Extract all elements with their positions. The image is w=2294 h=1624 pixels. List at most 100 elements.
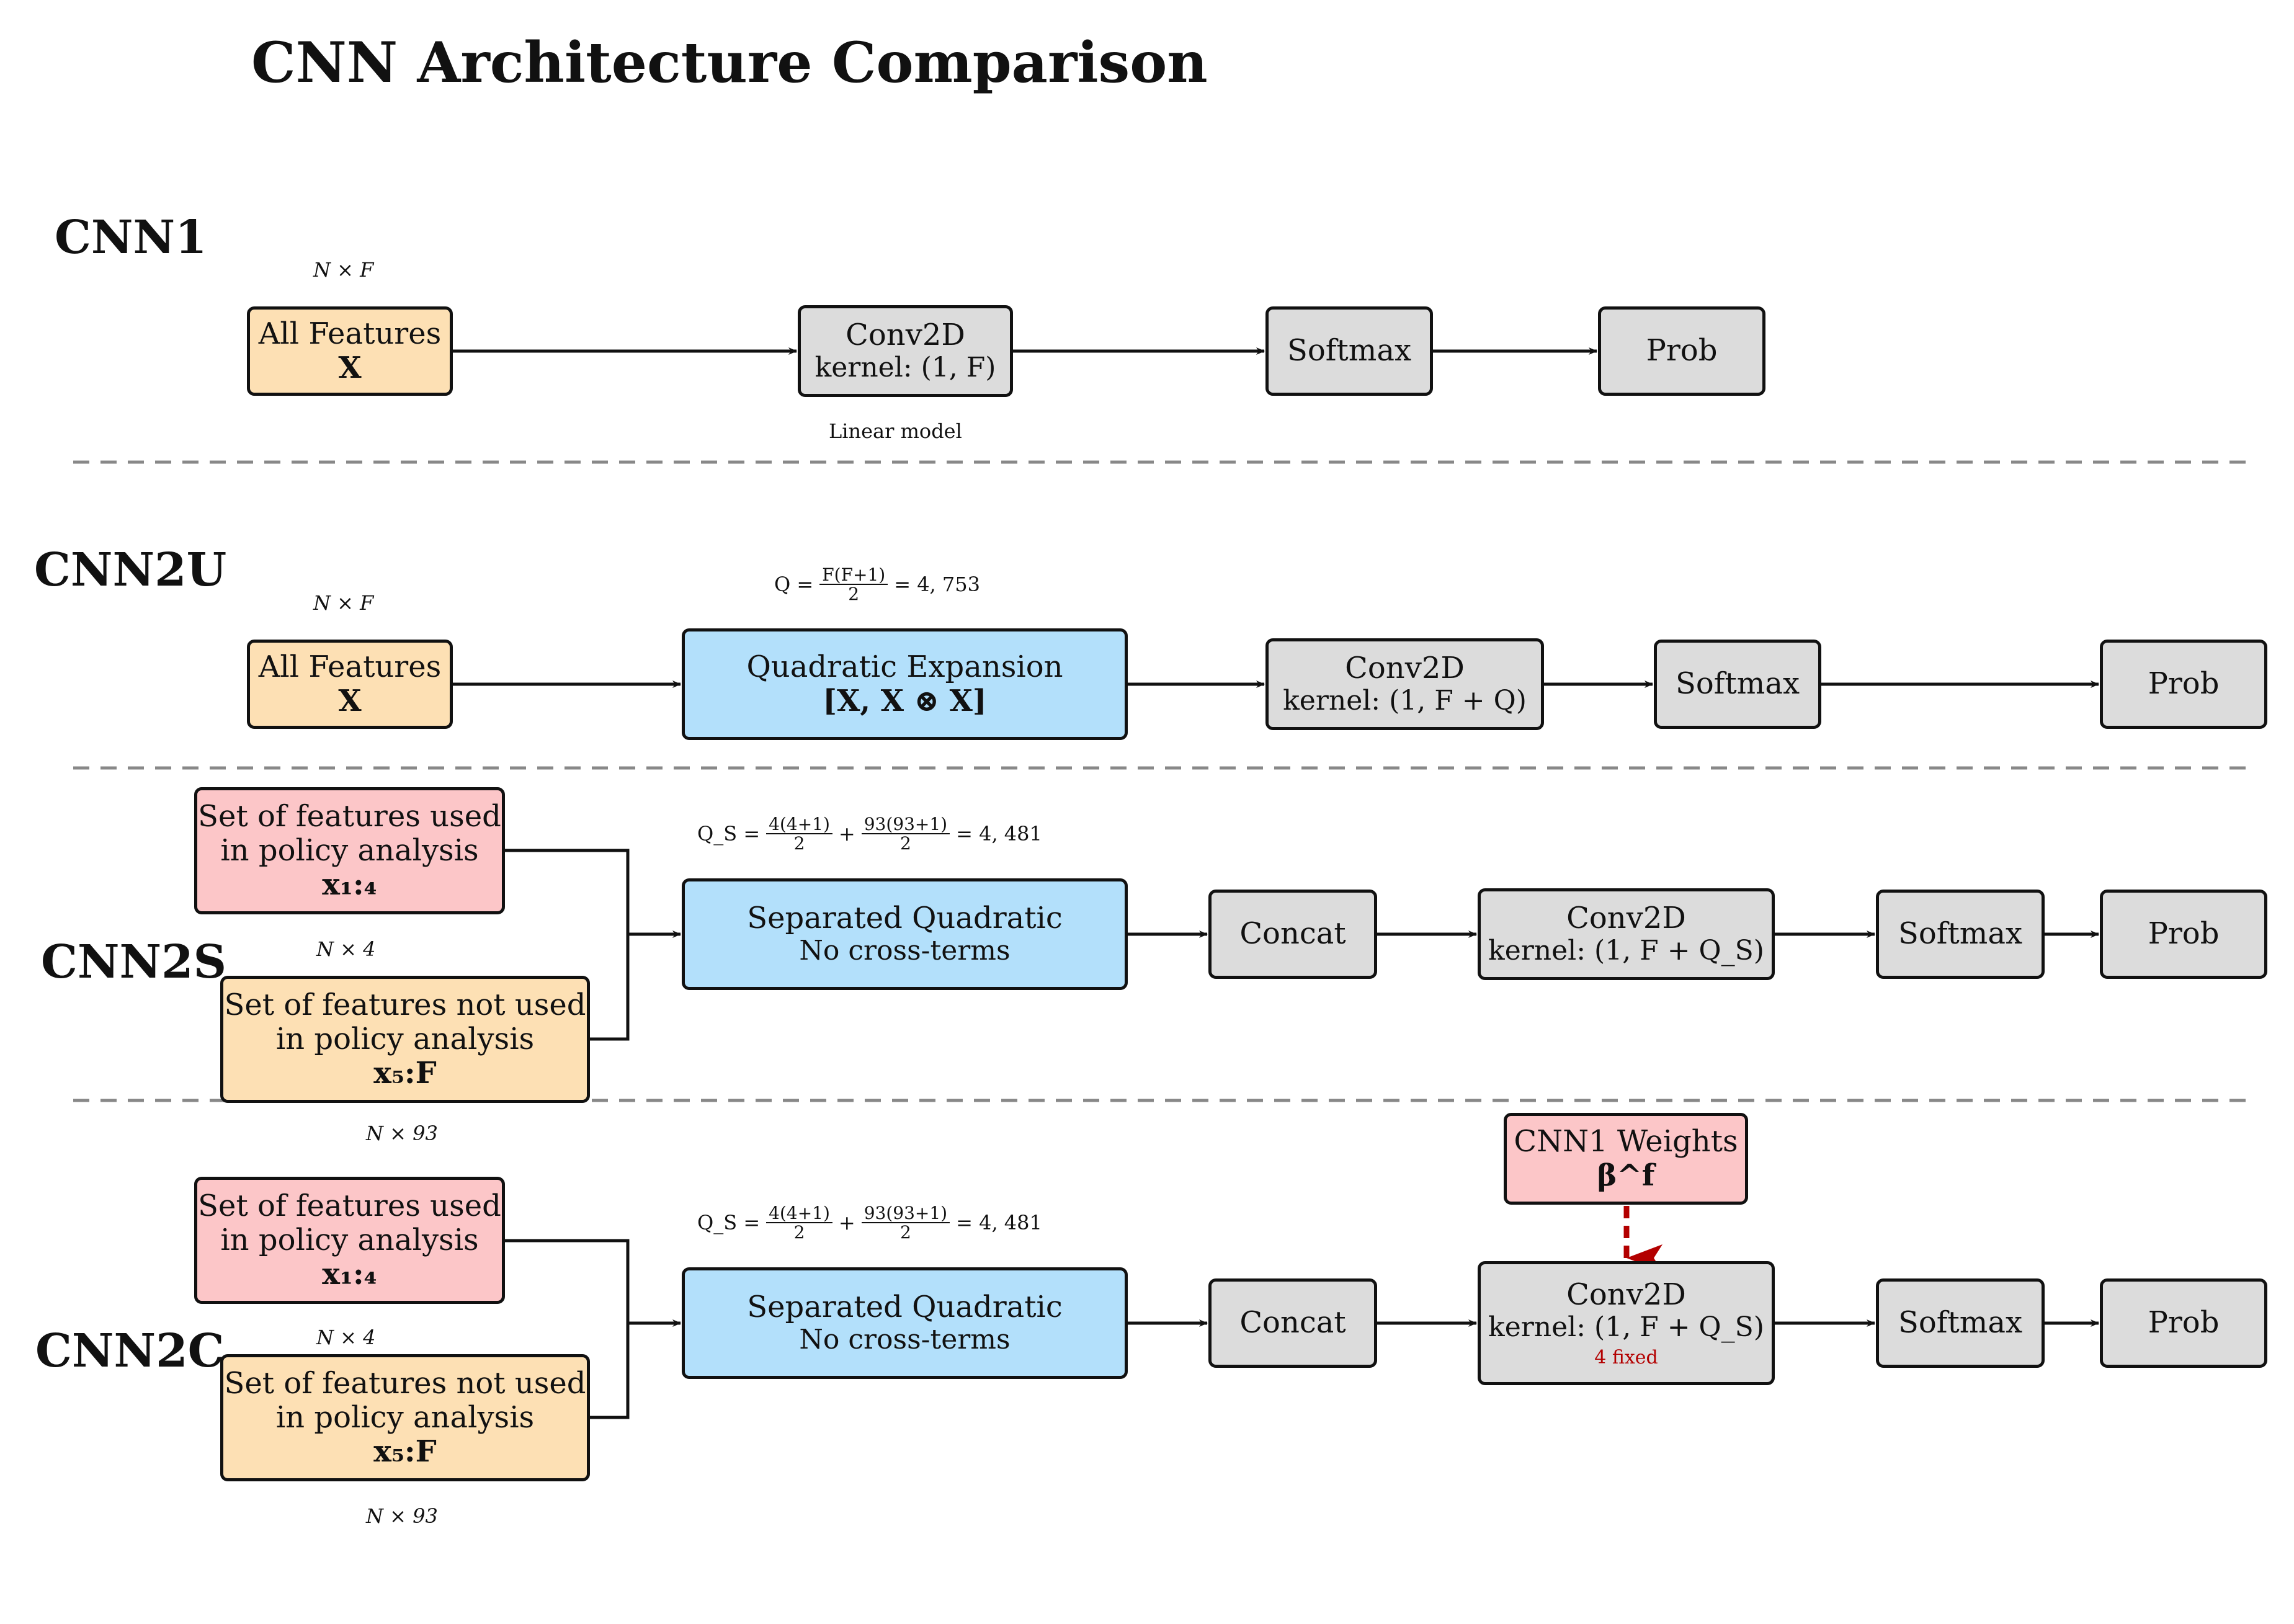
node-cnn2c-features-not-used: Set of features not used in policy analy… xyxy=(220,1354,590,1481)
node-cnn1-conv2d-title: Conv2D xyxy=(846,318,965,353)
node-cnn2u-conv2d-title: Conv2D xyxy=(1345,651,1465,686)
node-cnn2s-features-used-line1: Set of features used xyxy=(198,798,501,834)
node-cnn2u-all-features-symbol: X xyxy=(338,684,362,718)
formula-cnn2u-num: F(F+1) xyxy=(819,566,888,586)
formula-cnn2c-rhs: = 4, 481 xyxy=(956,1211,1042,1235)
node-cnn2c-conv2d-kernel: kernel: (1, F + Q_S) xyxy=(1488,1311,1764,1344)
formula-cnn2s-plus: + xyxy=(838,822,855,846)
dim-cnn2u-input: N × F xyxy=(313,591,374,615)
node-cnn2u-quadratic-expansion-title: Quadratic Expansion xyxy=(746,649,1063,684)
node-cnn2s-separated-quadratic-subtitle: No cross-terms xyxy=(799,935,1011,967)
node-cnn2u-quadratic-expansion: Quadratic Expansion [X, X ⊗ X] xyxy=(682,628,1128,740)
formula-cnn2s-den2: 2 xyxy=(900,833,911,854)
node-cnn2c-cnn1-weights-symbol: β^f xyxy=(1597,1158,1655,1193)
node-cnn2c-softmax-label: Softmax xyxy=(1898,1305,2023,1341)
node-cnn2c-features-not-used-line1: Set of features not used xyxy=(224,1365,586,1401)
node-cnn2c-separated-quadratic: Separated Quadratic No cross-terms xyxy=(682,1267,1128,1379)
formula-cnn2s-den1: 2 xyxy=(793,833,805,854)
formula-cnn2c-plus: + xyxy=(838,1211,855,1235)
formula-cnn2s-num2: 93(93+1) xyxy=(861,815,950,835)
node-cnn2c-conv2d-title: Conv2D xyxy=(1566,1277,1686,1312)
node-cnn1-prob-label: Prob xyxy=(1646,333,1718,368)
node-cnn2c-softmax: Softmax xyxy=(1876,1278,2045,1368)
node-cnn2c-cnn1-weights: CNN1 Weights β^f xyxy=(1504,1113,1748,1205)
node-cnn1-softmax-label: Softmax xyxy=(1287,333,1412,368)
node-cnn2s-features-used: Set of features used in policy analysis … xyxy=(194,787,505,914)
node-cnn2c-features-used-line1: Set of features used xyxy=(198,1188,501,1223)
node-cnn2u-all-features: All Features X xyxy=(247,640,453,729)
node-cnn2c-features-used-line2: in policy analysis xyxy=(220,1222,479,1257)
formula-cnn2c-num2: 93(93+1) xyxy=(861,1204,950,1224)
formula-cnn2s-rhs: = 4, 481 xyxy=(956,822,1042,846)
node-cnn1-all-features: All Features X xyxy=(247,306,453,396)
node-cnn2s-softmax: Softmax xyxy=(1876,890,2045,979)
dim-cnn2c-not-used: N × 93 xyxy=(366,1504,438,1528)
note-cnn1-linear-model: Linear model xyxy=(829,419,962,443)
node-cnn2s-conv2d-kernel: kernel: (1, F + Q_S) xyxy=(1488,935,1764,967)
node-cnn2u-prob-label: Prob xyxy=(2148,666,2220,702)
node-cnn2s-concat-label: Concat xyxy=(1239,916,1346,952)
node-cnn2c-conv2d-fixed-note: 4 fixed xyxy=(1594,1346,1658,1368)
formula-cnn2c-den1: 2 xyxy=(793,1222,805,1243)
node-cnn2s-features-used-symbol: x₁:₄ xyxy=(322,867,377,903)
formula-cnn2u-den: 2 xyxy=(848,584,860,605)
node-cnn2u-quadratic-expansion-formula: [X, X ⊗ X] xyxy=(823,684,987,718)
node-cnn1-all-features-symbol: X xyxy=(338,350,362,385)
node-cnn2c-concat-label: Concat xyxy=(1239,1305,1346,1341)
node-cnn2u-all-features-title: All Features xyxy=(258,649,442,684)
dim-cnn1-input: N × F xyxy=(313,258,374,282)
row-label-cnn2s: CNN2S xyxy=(41,935,227,989)
connector-cnn2s-notused xyxy=(590,934,630,1041)
formula-cnn2c-frac2: 93(93+1) 2 xyxy=(861,1204,950,1243)
node-cnn2c-features-used-symbol: x₁:₄ xyxy=(322,1257,377,1292)
formula-cnn2s-lhs: Q_S = xyxy=(697,822,761,846)
node-cnn2s-features-not-used-line1: Set of features not used xyxy=(224,987,586,1022)
formula-cnn2c-num1: 4(4+1) xyxy=(766,1204,832,1224)
node-cnn2c-cnn1-weights-title: CNN1 Weights xyxy=(1514,1123,1738,1159)
node-cnn2c-conv2d: Conv2D kernel: (1, F + Q_S) 4 fixed xyxy=(1478,1261,1775,1385)
row-label-cnn2u: CNN2U xyxy=(34,543,227,597)
node-cnn2c-concat: Concat xyxy=(1208,1278,1377,1368)
formula-cnn2s-qs: Q_S = 4(4+1) 2 + 93(93+1) 2 = 4, 481 xyxy=(697,815,1042,853)
node-cnn2u-softmax: Softmax xyxy=(1654,640,1821,729)
node-cnn2u-prob: Prob xyxy=(2100,640,2267,729)
formula-cnn2c-qs: Q_S = 4(4+1) 2 + 93(93+1) 2 = 4, 481 xyxy=(697,1204,1042,1242)
dim-cnn2s-used: N × 4 xyxy=(316,937,376,961)
node-cnn2s-features-not-used-symbol: x₅:F xyxy=(373,1056,437,1091)
node-cnn2s-concat: Concat xyxy=(1208,890,1377,979)
formula-cnn2s-frac2: 93(93+1) 2 xyxy=(861,815,950,854)
dim-cnn2s-not-used: N × 93 xyxy=(366,1122,438,1145)
node-cnn2s-separated-quadratic-title: Separated Quadratic xyxy=(747,901,1063,936)
formula-cnn2s-frac1: 4(4+1) 2 xyxy=(766,815,832,853)
node-cnn2s-conv2d: Conv2D kernel: (1, F + Q_S) xyxy=(1478,888,1775,980)
node-cnn2u-conv2d: Conv2D kernel: (1, F + Q) xyxy=(1265,638,1544,730)
formula-cnn2u-fraction: F(F+1) 2 xyxy=(819,566,888,604)
node-cnn1-softmax: Softmax xyxy=(1265,306,1433,396)
connector-cnn2c-used xyxy=(505,1239,630,1323)
row-label-cnn2c: CNN2C xyxy=(35,1324,225,1378)
formula-cnn2c-frac1: 4(4+1) 2 xyxy=(766,1204,832,1242)
node-cnn2s-features-used-line2: in policy analysis xyxy=(220,832,479,868)
connector-cnn2s-used xyxy=(505,849,630,934)
node-cnn2s-conv2d-title: Conv2D xyxy=(1566,901,1686,936)
node-cnn2s-separated-quadratic: Separated Quadratic No cross-terms xyxy=(682,878,1128,990)
formula-cnn2c-lhs: Q_S = xyxy=(697,1211,761,1235)
formula-cnn2u-q: Q = F(F+1) 2 = 4, 753 xyxy=(774,566,980,604)
node-cnn2c-features-used: Set of features used in policy analysis … xyxy=(194,1177,505,1304)
node-cnn2c-separated-quadratic-title: Separated Quadratic xyxy=(747,1290,1063,1325)
node-cnn1-conv2d: Conv2D kernel: (1, F) xyxy=(798,305,1013,397)
connector-cnn2c-notused xyxy=(590,1323,630,1419)
node-cnn1-prob: Prob xyxy=(1598,306,1765,396)
node-cnn2s-features-not-used: Set of features not used in policy analy… xyxy=(220,976,590,1103)
node-cnn2u-conv2d-kernel: kernel: (1, F + Q) xyxy=(1283,685,1527,717)
formula-cnn2c-den2: 2 xyxy=(900,1222,911,1243)
node-cnn2c-separated-quadratic-subtitle: No cross-terms xyxy=(799,1324,1011,1356)
node-cnn2s-prob: Prob xyxy=(2100,890,2267,979)
node-cnn1-all-features-title: All Features xyxy=(258,316,442,351)
dim-cnn2c-used: N × 4 xyxy=(316,1326,376,1349)
node-cnn2u-softmax-label: Softmax xyxy=(1675,666,1800,702)
node-cnn1-conv2d-kernel: kernel: (1, F) xyxy=(815,352,996,384)
node-cnn2s-prob-label: Prob xyxy=(2148,916,2220,952)
row-label-cnn1: CNN1 xyxy=(55,211,207,264)
